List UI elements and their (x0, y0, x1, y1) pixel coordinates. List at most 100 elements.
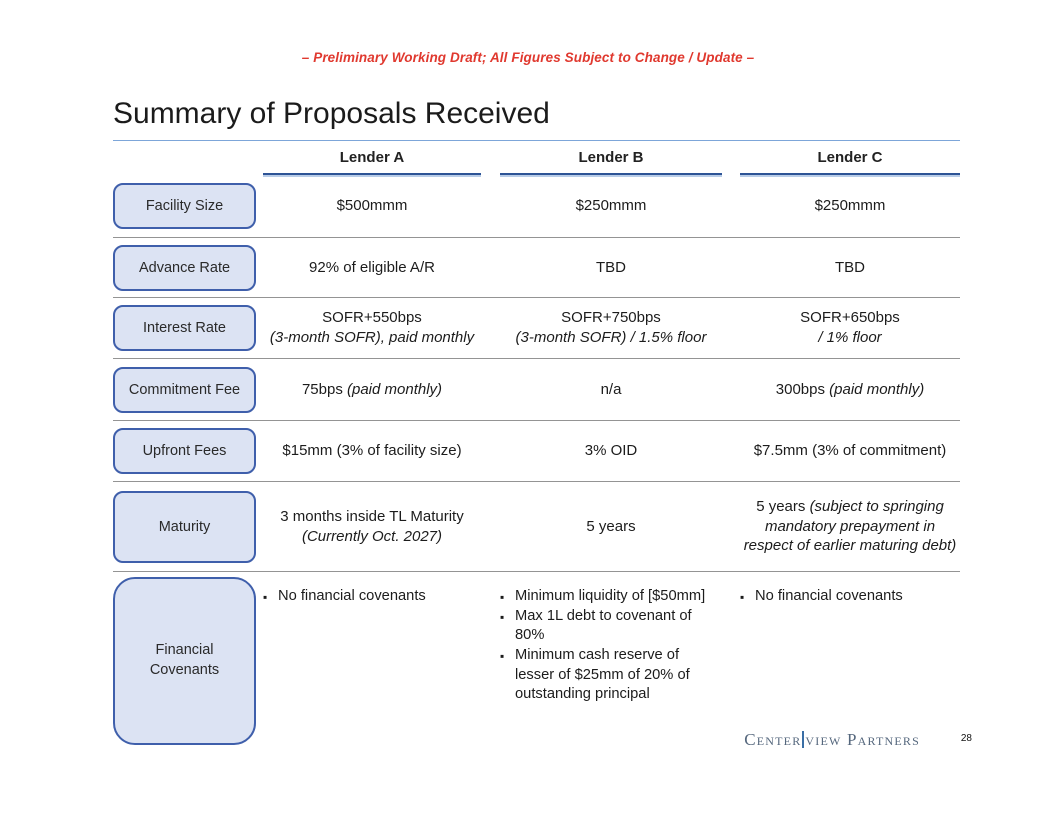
cell-value: SOFR+650bps (800, 309, 900, 327)
row-label-text: Commitment Fee (128, 381, 241, 398)
cell-value: 3% OID (584, 442, 638, 460)
row-label-maturity: Maturity (113, 490, 256, 563)
bullet-list: Minimum liquidity of [$50mm] Max 1L debt… (500, 587, 722, 705)
label-cell: Financial Covenants (113, 572, 256, 750)
logo-text-view: view (805, 730, 842, 749)
cell-value: 5 years (756, 497, 806, 515)
column-header-lender-b: Lender B (500, 149, 722, 175)
row-label-upfront-fees: Upfront Fees (113, 428, 256, 474)
table-row-facility-size: Facility Size $500mmm $250mmm $250mmm (113, 175, 960, 238)
table-row-financial-covenants: Financial Covenants No financial covenan… (113, 572, 960, 750)
row-label-interest-rate: Interest Rate (113, 305, 256, 351)
cell-commitment-fee-lender-a: 75bps (paid monthly) (263, 380, 481, 400)
row-label-commitment-fee: Commitment Fee (113, 366, 256, 413)
bullet-text: No financial covenants (755, 588, 903, 604)
cell-covenants-lender-b: Minimum liquidity of [$50mm] Max 1L debt… (500, 572, 722, 705)
cell-value: SOFR+550bps (322, 309, 422, 327)
table-row-upfront-fees: Upfront Fees $15mm (3% of facility size)… (113, 421, 960, 482)
column-header-lender-c: Lender C (740, 149, 960, 175)
cell-covenants-lender-c: No financial covenants (740, 572, 960, 607)
table-row-commitment-fee: Commitment Fee 75bps (paid monthly) n/a … (113, 359, 960, 421)
cell-maturity-lender-b: 5 years (500, 517, 722, 537)
cell-note: (paid monthly) (347, 380, 443, 398)
bullet-text: Minimum liquidity of [$50mm] (515, 588, 706, 604)
cell-interest-rate-lender-b: SOFR+750bps (3-month SOFR) / 1.5% floor (500, 308, 722, 348)
bullet-item: Minimum cash reserve of lesser of $25mm … (500, 646, 722, 705)
cell-commitment-fee-lender-b: n/a (500, 380, 722, 400)
label-cell: Commitment Fee (113, 359, 256, 420)
label-cell: Interest Rate (113, 298, 256, 358)
cell-note: (subject to springing mandatory prepayme… (743, 497, 957, 555)
bullet-list: No financial covenants (263, 587, 481, 607)
label-cell: Maturity (113, 482, 256, 571)
page-title: Summary of Proposals Received (113, 97, 960, 141)
bullet-item: No financial covenants (740, 587, 960, 607)
cell-value: $15mm (3% of facility size) (282, 442, 462, 460)
cell-value: $250mmm (814, 197, 886, 215)
logo-text-center: Center (744, 730, 802, 749)
bullet-text: No financial covenants (278, 588, 426, 604)
cell-value: SOFR+750bps (561, 309, 661, 327)
row-label-text: Financial Covenants (149, 642, 220, 678)
row-label-facility-size: Facility Size (113, 183, 256, 229)
cell-commitment-fee-lender-c: 300bps (paid monthly) (740, 380, 960, 400)
cell-value: 3 months inside TL Maturity (280, 507, 464, 525)
proposals-table: Lender A Lender B Lender C Facility Size… (113, 140, 960, 750)
cell-upfront-fees-lender-c: $7.5mm (3% of commitment) (740, 441, 960, 461)
cell-value: 75bps (301, 380, 343, 398)
row-label-text: Upfront Fees (142, 443, 227, 459)
cell-maturity-lender-c: 5 years (subject to springing mandatory … (740, 497, 960, 556)
cell-upfront-fees-lender-b: 3% OID (500, 441, 722, 461)
cell-value: $500mmm (336, 197, 408, 215)
table-row-maturity: Maturity 3 months inside TL Maturity (Cu… (113, 482, 960, 572)
bullet-item: Minimum liquidity of [$50mm] (500, 587, 722, 607)
logo-text-partners: Partners (846, 730, 920, 749)
label-cell: Facility Size (113, 175, 256, 237)
cell-advance-rate-lender-b: TBD (500, 258, 722, 278)
bullet-list: No financial covenants (740, 587, 960, 607)
cell-value: $250mmm (575, 197, 647, 215)
row-label-advance-rate: Advance Rate (113, 244, 256, 291)
label-cell: Advance Rate (113, 238, 256, 297)
cell-value: $7.5mm (3% of commitment) (753, 442, 947, 460)
bullet-text: Minimum cash reserve of lesser of $25mm … (515, 647, 690, 703)
row-label-text: Advance Rate (138, 259, 231, 276)
cell-facility-size-lender-a: $500mmm (263, 196, 481, 216)
cell-maturity-lender-a: 3 months inside TL Maturity (Currently O… (263, 507, 481, 547)
label-cell: Upfront Fees (113, 421, 256, 481)
table-row-advance-rate: Advance Rate 92% of eligible A/R TBD TBD (113, 238, 960, 298)
cell-value: 5 years (586, 517, 636, 535)
row-label-financial-covenants: Financial Covenants (113, 577, 256, 745)
cell-note: (3-month SOFR) / 1.5% floor (515, 329, 707, 346)
cell-note: (Currently Oct. 2027) (301, 527, 443, 545)
cell-covenants-lender-a: No financial covenants (263, 572, 481, 607)
cell-facility-size-lender-c: $250mmm (740, 196, 960, 216)
cell-interest-rate-lender-a: SOFR+550bps (3-month SOFR), paid monthly (263, 308, 481, 348)
row-label-text: Facility Size (145, 198, 224, 214)
logo-divider-bar (802, 731, 805, 748)
cell-advance-rate-lender-c: TBD (740, 258, 960, 278)
page-number: 28 (960, 733, 972, 744)
cell-advance-rate-lender-a: 92% of eligible A/R (263, 258, 481, 278)
bullet-item: Max 1L debt to covenant of 80% (500, 607, 722, 646)
table-header-row: Lender A Lender B Lender C (113, 140, 960, 175)
cell-value: TBD (596, 258, 626, 276)
column-header-lender-a: Lender A (263, 149, 481, 175)
cell-value: 92% of eligible A/R (309, 258, 435, 276)
bullet-text: Max 1L debt to covenant of 80% (515, 607, 692, 644)
row-label-text: Maturity (158, 518, 211, 535)
cell-upfront-fees-lender-a: $15mm (3% of facility size) (263, 441, 481, 461)
cell-note: / 1% floor (818, 329, 882, 346)
cell-note: (3-month SOFR), paid monthly (269, 329, 475, 346)
cell-interest-rate-lender-c: SOFR+650bps / 1% floor (740, 308, 960, 348)
cell-value: n/a (600, 380, 622, 398)
row-label-text: Interest Rate (142, 320, 226, 336)
disclaimer-text: – Preliminary Working Draft; All Figures… (301, 50, 755, 65)
cell-note: (paid monthly) (829, 380, 925, 398)
cell-value: TBD (835, 258, 865, 276)
bullet-item: No financial covenants (263, 587, 481, 607)
cell-value: 300bps (775, 380, 825, 398)
table-row-interest-rate: Interest Rate SOFR+550bps (3-month SOFR)… (113, 298, 960, 359)
